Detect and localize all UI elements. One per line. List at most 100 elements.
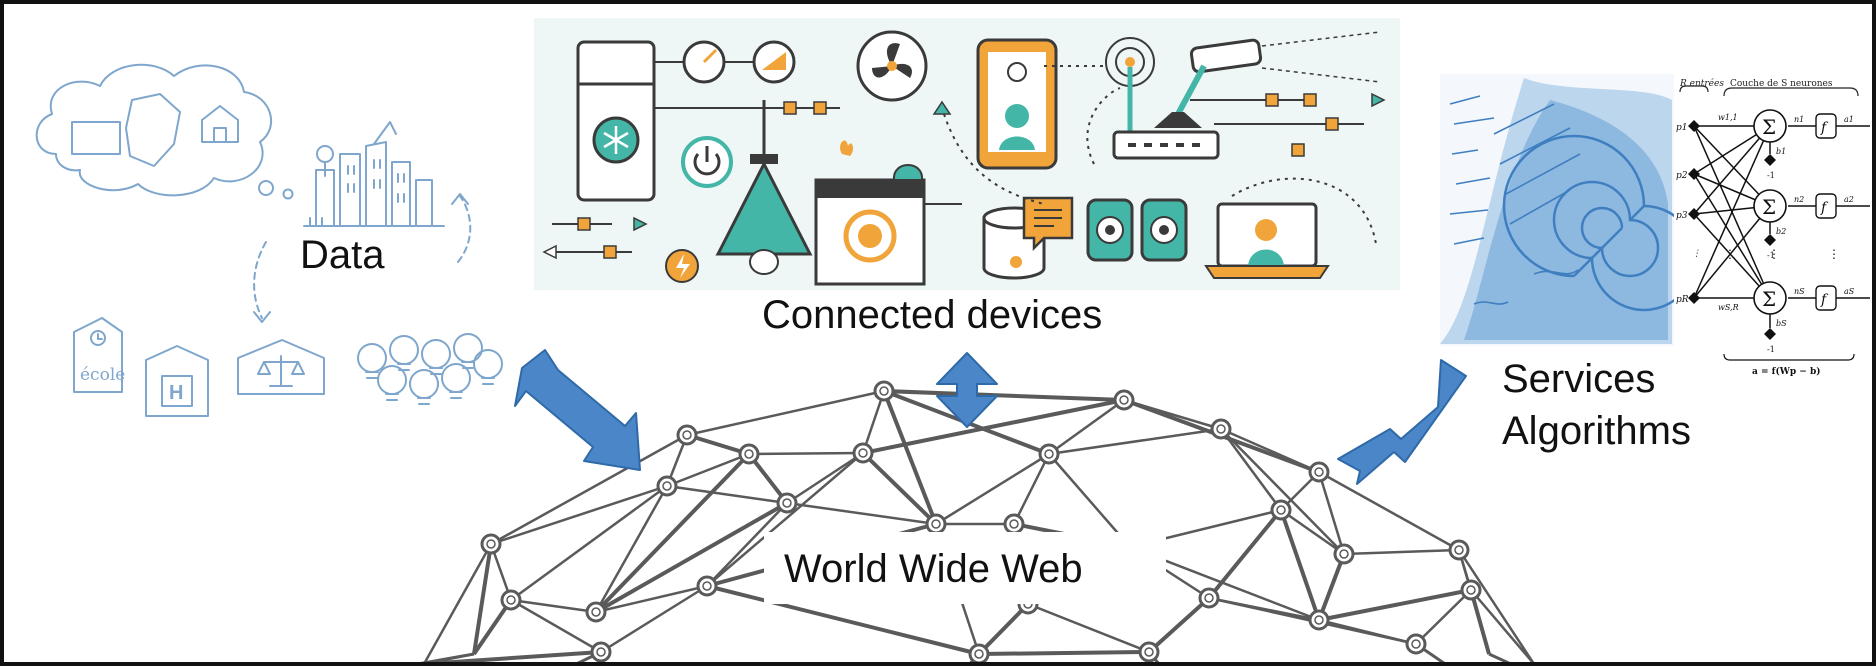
neural-network-diagram: R entrées Couche de S neurones p1 p2 p3 [1674, 74, 1872, 384]
nn-sum-symbol: Σ [1762, 115, 1776, 139]
mesh-edge [1415, 589, 1472, 645]
nn-neurons [1753, 109, 1837, 315]
mesh-node [1448, 539, 1470, 561]
nn-bias-constant: -1 [1767, 171, 1775, 180]
cycle-arrow-icon [253, 241, 267, 319]
mesh-node-inner [744, 449, 754, 459]
mesh-node [1333, 543, 1355, 565]
mesh-edge [1207, 508, 1283, 600]
mesh-edge [706, 584, 980, 656]
lamp-icon [715, 100, 813, 275]
mesh-node-inner [1314, 615, 1324, 625]
mesh-node [1210, 418, 1232, 440]
mesh-node [738, 443, 760, 465]
mesh-node-inner [682, 430, 692, 440]
math-formulas-image [1440, 74, 1698, 346]
mesh-edge [510, 484, 668, 602]
diagram-canvas: école H [35, 18, 1872, 662]
fridge-icon [576, 40, 656, 202]
mesh-node [873, 380, 895, 402]
mesh-node [1270, 499, 1292, 521]
mesh-edge [600, 584, 708, 654]
nn-input-label: pR [1676, 295, 1689, 305]
mesh-edge [1220, 428, 1345, 555]
nn-weight-label: wS,R [1718, 303, 1739, 312]
mesh-edge [490, 484, 668, 546]
mesh-node-inner [1204, 593, 1214, 603]
nn-sum-symbol: Σ [1762, 287, 1776, 311]
mesh-edge [706, 452, 864, 587]
mesh-node [590, 641, 612, 662]
chat-bubble-icon [1022, 196, 1074, 252]
nn-ellipsis: ⋮ [1828, 247, 1840, 261]
nn-bias-constant: -1 [1767, 251, 1775, 260]
cycle-arrow-head-icon [451, 193, 469, 205]
data-www-double-arrow-icon [514, 349, 641, 471]
lightbulbs-sketch-icon [357, 333, 503, 405]
mesh-node [656, 475, 678, 497]
nn-output-label: a2 [1844, 195, 1854, 204]
nn-input-label: p2 [1676, 171, 1688, 181]
mesh-node [776, 492, 798, 514]
mesh-edge [1012, 453, 1051, 525]
nn-sum-symbol: Σ [1762, 195, 1776, 219]
nn-layer-header: Couche de S neurones [1730, 79, 1833, 89]
www-label-background [764, 532, 1166, 604]
city-skyline-sketch-icon [303, 121, 445, 227]
mesh-edge [686, 389, 885, 437]
mesh-node-inner [879, 386, 889, 396]
mesh-edge [1317, 553, 1346, 621]
mesh-edge [748, 451, 864, 456]
courthouse-sketch-icon [237, 339, 325, 395]
mesh-node [1038, 443, 1060, 465]
algorithms-label: Algorithms [1502, 409, 1691, 453]
nn-activation-label: f [1820, 120, 1829, 136]
mesh-edge [1219, 428, 1283, 511]
connected-devices-illustration [534, 18, 1400, 290]
fan-icon [856, 30, 928, 102]
mesh-edge [423, 543, 493, 662]
mesh-edge [706, 502, 788, 587]
mesh-node [1308, 461, 1330, 483]
mesh-node-inner [1339, 549, 1349, 559]
nn-net-input-label: nS [1794, 287, 1805, 296]
mesh-node [585, 601, 607, 623]
signal-meter-icon [752, 40, 796, 84]
mesh-node-inner [1411, 639, 1421, 649]
mesh-edge [786, 501, 937, 526]
mesh-node-inner [1009, 519, 1019, 529]
school-label: école [80, 365, 125, 385]
nn-input-label: ⋮ [1692, 249, 1701, 259]
devices-www-double-arrow-icon [936, 352, 998, 428]
mesh-node-inner [782, 498, 792, 508]
mesh-edge [1317, 471, 1346, 555]
power-button-icon [681, 136, 733, 188]
nn-edges [1693, 125, 1870, 328]
services-label: Services [1502, 357, 1656, 401]
mesh-edge [472, 598, 513, 656]
mesh-edge [1470, 589, 1534, 662]
mesh-edge [1147, 596, 1211, 654]
nn-net-input-label: n2 [1794, 195, 1804, 204]
mesh-node [925, 513, 947, 535]
mesh-edge [666, 484, 788, 505]
mesh-edge [1048, 427, 1222, 456]
mesh-node-inner [591, 607, 601, 617]
connection-nodes [542, 92, 1386, 260]
data-label: Data [300, 233, 385, 277]
nn-output-label: a1 [1844, 115, 1854, 124]
mesh-node [696, 575, 718, 597]
nn-bias-label: bS [1776, 319, 1787, 328]
photo-sketch-icon [71, 121, 121, 155]
mesh-node-inner [1119, 395, 1129, 405]
hospital-label: H [169, 382, 183, 404]
mesh-edge [686, 433, 750, 456]
www-mesh [420, 380, 1535, 662]
mesh-node [1198, 587, 1220, 609]
cycle-arrow-head-icon [253, 311, 271, 323]
nn-input-label: p3 [1676, 211, 1688, 221]
nn-activation-label: f [1820, 292, 1829, 308]
nn-bias-label: b2 [1776, 227, 1786, 236]
mesh-edge [666, 452, 750, 488]
